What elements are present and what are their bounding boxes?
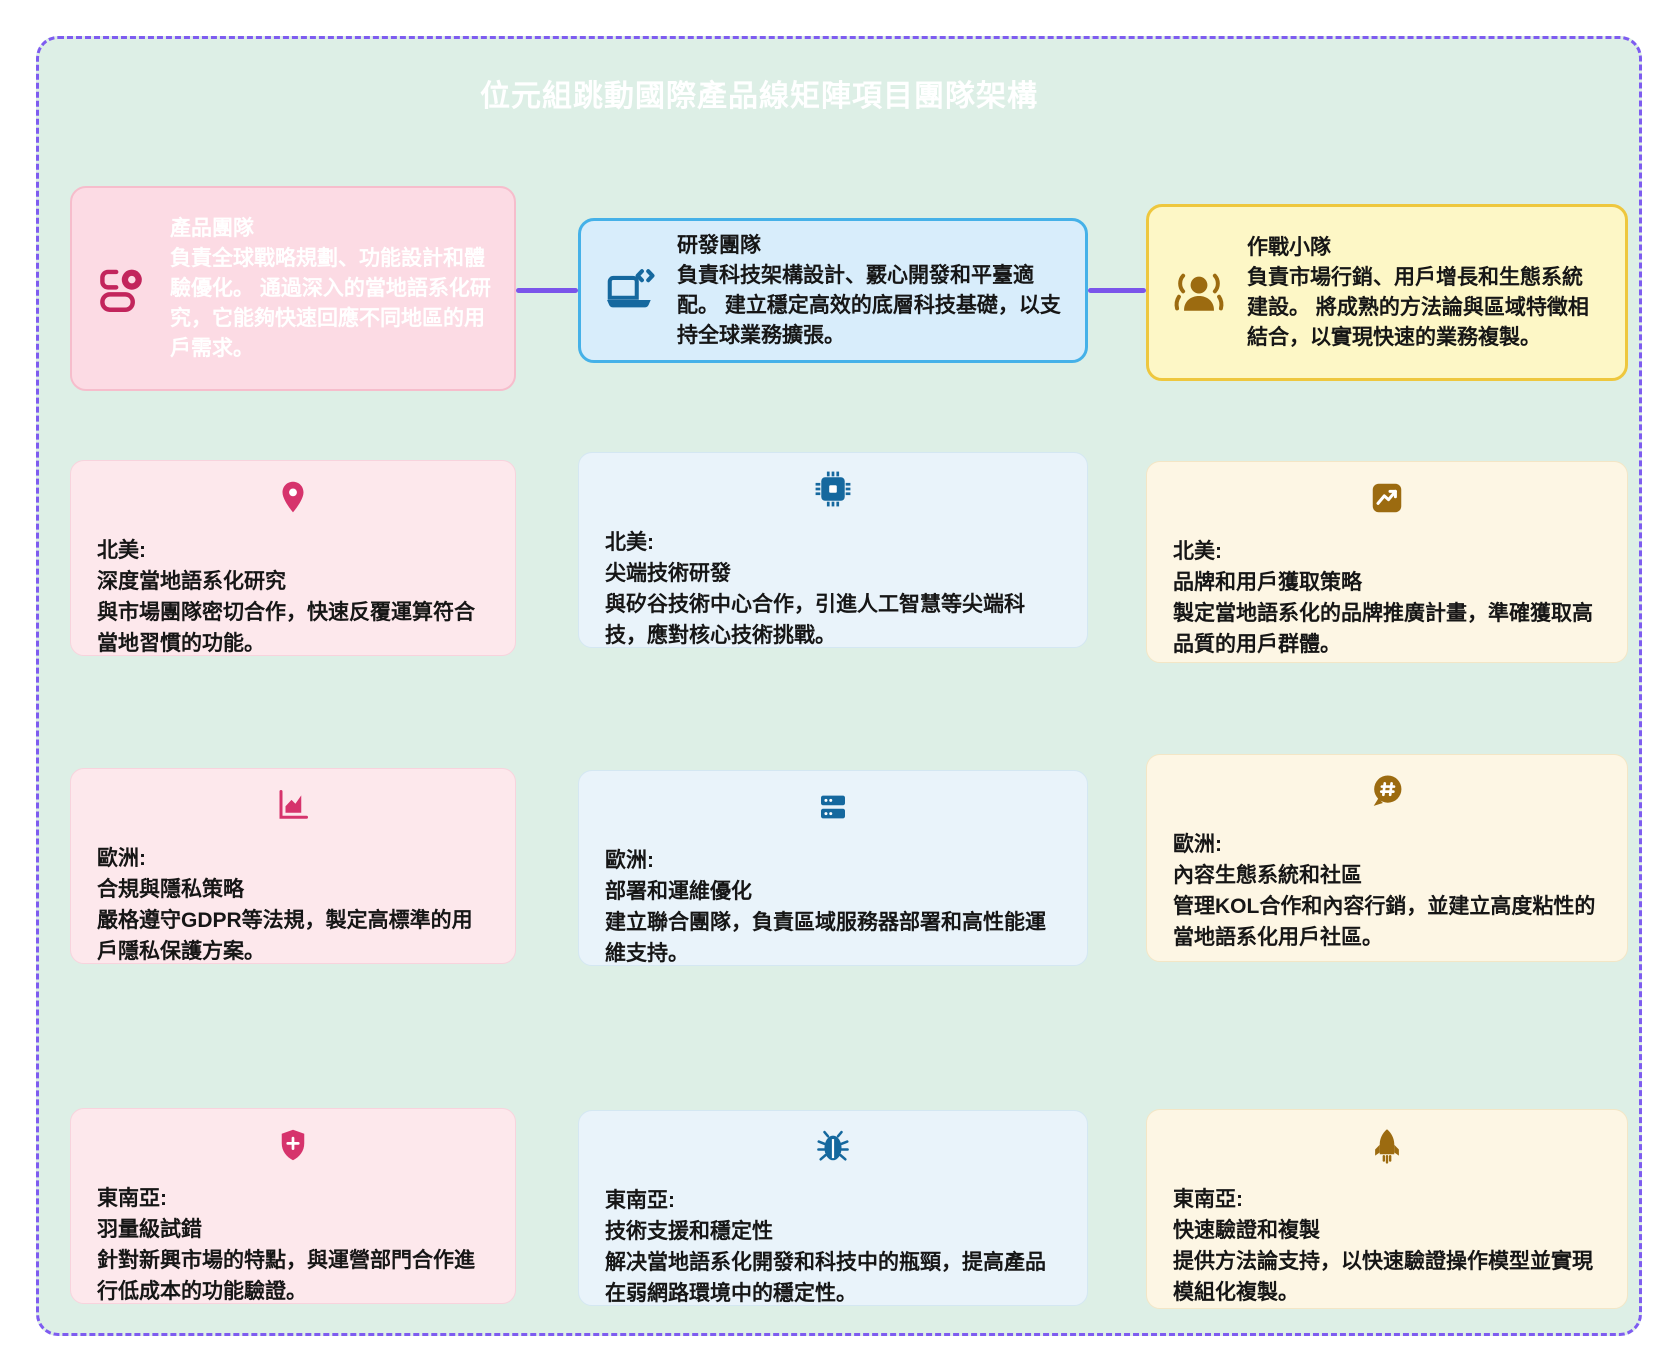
shield-plus-icon	[97, 1125, 489, 1165]
team-name: 研發團隊	[677, 233, 761, 257]
team-description: 負責科技架構設計、覈心開發和平臺適配。 建立穩定高效的底層科技基礎，以支持全球業…	[677, 263, 1061, 347]
card-region: 東南亞:	[97, 1187, 167, 1210]
card-body: 建立聯合團隊，負責區域服務器部署和高性能運維支持。	[605, 911, 1046, 965]
card-heading: 部署和運維優化	[605, 880, 752, 903]
area-chart-icon	[97, 785, 489, 825]
product-versions-icon	[94, 261, 150, 317]
laptop-code-icon	[603, 264, 657, 318]
card-product-southeast-asia: 東南亞: 羽量級試錯 針對新興市場的特點，與運營部門合作進行低成本的功能驗證。	[70, 1108, 516, 1304]
card-region: 歐洲:	[97, 847, 146, 870]
card-product-europe: 歐洲: 合規與隱私策略 嚴格遵守GDPR等法規，製定高標準的用戶隱私保護方案。	[70, 768, 516, 964]
card-body: 提供方法論支持，以快速驗證操作模型並實現模組化複製。	[1173, 1250, 1593, 1304]
card-body: 針對新興市場的特點，與運營部門合作進行低成本的功能驗證。	[97, 1249, 475, 1303]
card-rnd-southeast-asia: 東南亞: 技術支援和穩定性 解决當地語系化開發和科技中的瓶頸，提高產品在弱網路環…	[578, 1110, 1088, 1306]
card-heading: 深度當地語系化研究	[97, 570, 286, 593]
card-heading: 技術支援和穩定性	[605, 1220, 773, 1243]
card-rnd-north-america: 北美: 尖端技術研發 與矽谷技術中心合作，引進人工智慧等尖端科技，應對核心技術挑…	[578, 452, 1088, 648]
people-community-icon	[1171, 265, 1227, 321]
card-heading: 尖端技術研發	[605, 562, 731, 585]
connector-product-rnd	[516, 288, 578, 293]
card-region: 北美:	[605, 531, 654, 554]
location-pin-icon	[97, 477, 489, 517]
card-body: 製定當地語系化的品牌推廣計畫，準確獲取高品質的用戶群體。	[1173, 602, 1593, 656]
trend-up-square-icon	[1173, 478, 1601, 518]
card-heading: 合規與隱私策略	[97, 878, 244, 901]
card-product-north-america: 北美: 深度當地語系化研究 與市場團隊密切合作，快速反覆運算符合當地習慣的功能。	[70, 460, 516, 656]
card-body: 與市場團隊密切合作，快速反覆運算符合當地習慣的功能。	[97, 601, 475, 655]
card-region: 東南亞:	[1173, 1188, 1243, 1211]
server-stack-icon	[605, 787, 1061, 827]
card-body: 與矽谷技術中心合作，引進人工智慧等尖端科技，應對核心技術挑戰。	[605, 593, 1025, 647]
team-description: 負責市場行銷、用戶增長和生態系統建設。 將成熟的方法論與區域特徵相結合，以實現快…	[1247, 265, 1589, 349]
card-region: 北美:	[1173, 540, 1222, 563]
team-box-rnd: 研發團隊 負責科技架構設計、覈心開發和平臺適配。 建立穩定高效的底層科技基礎，以…	[578, 218, 1088, 363]
bug-icon	[605, 1127, 1061, 1167]
rocket-icon	[1173, 1126, 1601, 1166]
card-region: 歐洲:	[1173, 833, 1222, 856]
card-body: 嚴格遵守GDPR等法規，製定高標準的用戶隱私保護方案。	[97, 909, 473, 963]
card-combat-southeast-asia: 東南亞: 快速驗證和複製 提供方法論支持，以快速驗證操作模型並實現模組化複製。	[1146, 1109, 1628, 1309]
card-heading: 品牌和用戶獲取策略	[1173, 571, 1362, 594]
card-region: 北美:	[97, 539, 146, 562]
team-box-combat: 作戰小隊 負責市場行銷、用戶增長和生態系統建設。 將成熟的方法論與區域特徵相結合…	[1146, 204, 1628, 381]
team-name: 作戰小隊	[1247, 235, 1331, 259]
card-region: 東南亞:	[605, 1189, 675, 1212]
cpu-chip-icon	[605, 469, 1061, 509]
card-heading: 快速驗證和複製	[1173, 1219, 1320, 1242]
team-architecture-board: 位元組跳動國際產品線矩陣項目團隊架構 產品團隊 負責全球戰略規劃、功能設計和體驗…	[36, 36, 1642, 1336]
team-name: 產品團隊	[170, 216, 254, 240]
card-rnd-europe: 歐洲: 部署和運維優化 建立聯合團隊，負責區域服務器部署和高性能運維支持。	[578, 770, 1088, 966]
card-body: 管理KOL合作和內容行銷，並建立高度粘性的當地語系化用戶社區。	[1173, 895, 1596, 949]
card-region: 歐洲:	[605, 849, 654, 872]
card-body: 解决當地語系化開發和科技中的瓶頸，提高產品在弱網路環境中的穩定性。	[605, 1251, 1046, 1305]
team-box-product: 產品團隊 負責全球戰略規劃、功能設計和體驗優化。 通過深入的當地語系化研究，它能…	[70, 186, 516, 391]
diagram-title: 位元組跳動國際產品線矩陣項目團隊架構	[480, 80, 1038, 113]
card-heading: 內容生態系統和社區	[1173, 864, 1362, 887]
card-combat-north-america: 北美: 品牌和用戶獲取策略 製定當地語系化的品牌推廣計畫，準確獲取高品質的用戶群…	[1146, 461, 1628, 663]
card-combat-europe: 歐洲: 內容生態系統和社區 管理KOL合作和內容行銷，並建立高度粘性的當地語系化…	[1146, 754, 1628, 962]
hashtag-bubble-icon	[1173, 771, 1601, 811]
connector-rnd-combat	[1088, 288, 1146, 293]
team-description: 負責全球戰略規劃、功能設計和體驗優化。 通過深入的當地語系化研究，它能夠快速回應…	[170, 246, 491, 360]
card-heading: 羽量級試錯	[97, 1218, 202, 1241]
